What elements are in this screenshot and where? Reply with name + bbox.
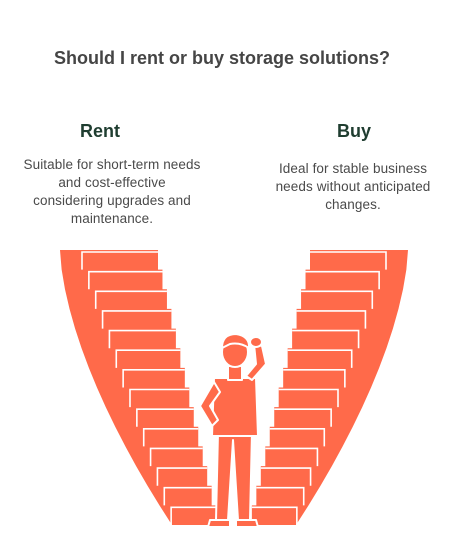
staircase-body	[58, 250, 221, 525]
page-title: Should I rent or buy storage solutions?	[53, 48, 390, 68]
thinking-person-icon	[199, 333, 267, 528]
stair-step	[305, 270, 380, 290]
stair-step	[265, 447, 319, 467]
buy-description: Ideal for stable business needs without …	[275, 161, 431, 212]
rent-heading: Rent	[80, 121, 120, 141]
stair-step	[269, 427, 326, 447]
stair-step	[142, 427, 199, 447]
stair-step	[278, 388, 339, 408]
stair-step	[101, 310, 172, 329]
left-staircase	[58, 250, 221, 525]
stair-step	[94, 290, 167, 309]
stair-step	[296, 310, 367, 329]
stair-step	[260, 467, 312, 486]
stair-step	[115, 349, 181, 368]
stair-step	[149, 447, 203, 467]
stair-step	[136, 408, 194, 427]
stair-step	[274, 408, 332, 427]
stair-step	[81, 251, 158, 270]
right-staircase	[247, 250, 410, 525]
staircase-body	[247, 250, 410, 525]
stair-step	[122, 369, 185, 388]
stair-step	[283, 369, 346, 388]
stair-step	[129, 388, 190, 408]
stair-step	[251, 506, 298, 525]
buy-heading: Buy	[336, 121, 371, 141]
stair-step	[287, 349, 353, 368]
stair-step	[156, 467, 208, 486]
stair-step	[310, 251, 387, 270]
stair-step	[170, 506, 217, 525]
stair-step	[301, 290, 374, 309]
stair-step	[256, 486, 305, 506]
stair-step	[108, 329, 176, 349]
stair-step	[88, 270, 163, 290]
stair-step	[163, 486, 212, 506]
stair-step	[292, 329, 360, 349]
rent-description: Suitable for short-term needs and cost-e…	[23, 157, 201, 226]
